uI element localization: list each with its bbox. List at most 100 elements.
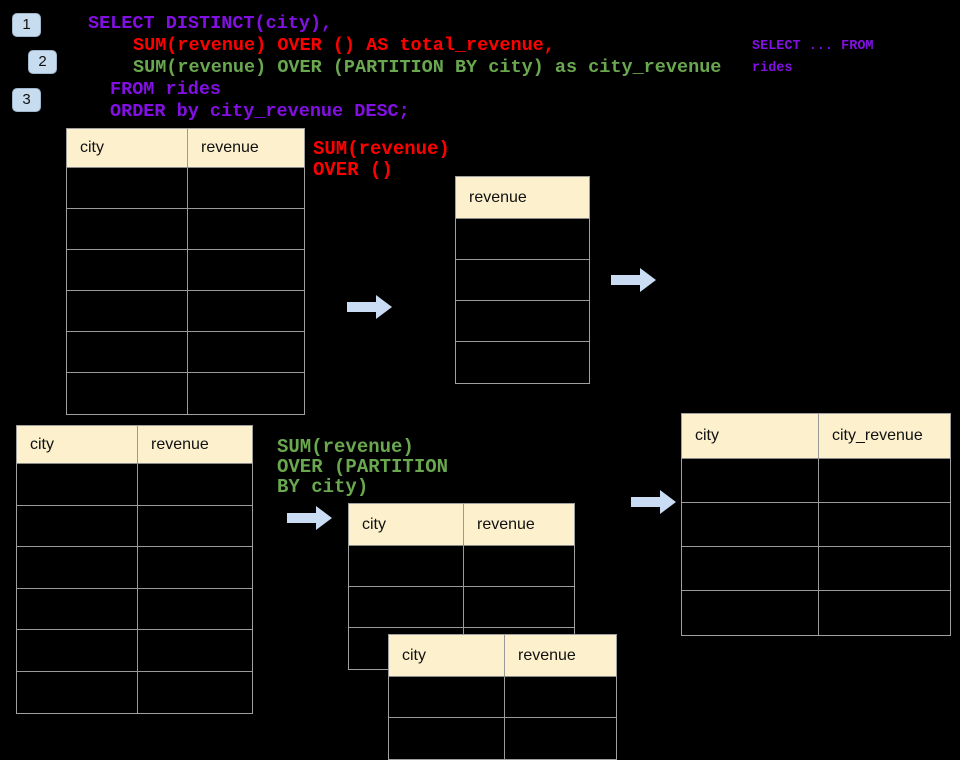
column-header-city: city [80, 139, 104, 156]
table-cell [187, 332, 304, 372]
flow-arrow-to-partition-step [287, 505, 333, 531]
table-row [67, 291, 304, 332]
table-header-row: city revenue [349, 504, 574, 546]
table-row [682, 591, 950, 635]
table-cell [67, 291, 187, 331]
label-partition-line3: BY city) [277, 476, 369, 498]
table-cell [137, 630, 252, 671]
table-partition-step: city revenue [348, 503, 575, 670]
table-body [67, 168, 304, 414]
table-cell [137, 464, 252, 505]
table-cell [818, 591, 950, 635]
table-row [456, 219, 589, 260]
table-cell [17, 630, 137, 671]
column-header-revenue: revenue [137, 426, 252, 463]
table-body [456, 219, 589, 383]
column-header-revenue: revenue [469, 188, 527, 206]
column-header-revenue: revenue [463, 504, 574, 545]
side-note-line2: rides [752, 61, 793, 76]
table-source-rides-bottom: city revenue [16, 425, 253, 714]
table-row [17, 630, 252, 672]
table-row [67, 209, 304, 250]
table-city-revenue-result: city city_revenue [681, 413, 951, 636]
table-body [389, 677, 616, 759]
table-row [67, 250, 304, 291]
flow-arrow-to-total-result [347, 294, 393, 320]
table-row [349, 546, 574, 587]
table-cell [187, 250, 304, 290]
table-cell [67, 209, 187, 249]
side-note-line1: SELECT ... FROM [752, 39, 874, 54]
table-cell [17, 547, 137, 588]
table-row [67, 373, 304, 414]
table-cell [349, 587, 463, 627]
step-badge-3: 3 [12, 88, 41, 112]
table-cell [818, 503, 950, 546]
table-row [67, 332, 304, 373]
table-body [17, 464, 252, 713]
table-total-revenue-result: revenue [455, 176, 590, 384]
table-cell [818, 459, 950, 502]
table-cell [349, 546, 463, 586]
table-row [682, 459, 950, 503]
column-header-city: city [30, 435, 54, 453]
table-cell [17, 464, 137, 505]
table-cell [67, 332, 187, 372]
table-row [17, 671, 252, 714]
table-header-row: city revenue [67, 129, 304, 168]
table-header-row: city revenue [389, 635, 616, 677]
table-row [17, 505, 252, 547]
label-sum-over-total: SUM(revenue)OVER () [313, 139, 450, 181]
table-row [17, 588, 252, 630]
table-cell [187, 209, 304, 249]
column-header-city: city [402, 646, 426, 664]
table-cell [504, 677, 616, 717]
table-cell [187, 168, 304, 208]
table-row [682, 547, 950, 591]
table-cell [456, 342, 589, 383]
table-row [389, 718, 616, 759]
step-badge-1: 1 [12, 13, 41, 37]
table-cell [67, 373, 187, 414]
table-cell [818, 547, 950, 590]
table-row [17, 547, 252, 589]
table-row [456, 342, 589, 383]
table-cell [137, 671, 252, 713]
label-partition-line1: SUM(revenue) [277, 436, 414, 458]
table-row [349, 587, 574, 628]
table-row [389, 677, 616, 718]
table-cell [456, 301, 589, 341]
table-row [682, 503, 950, 547]
column-header-city: city [695, 427, 719, 444]
table-cell [463, 587, 574, 627]
table-cell [456, 219, 589, 259]
table-body [682, 459, 950, 635]
sql-line-select: SELECT DISTINCT(city), [88, 13, 333, 34]
table-cell [187, 373, 304, 414]
table-cell [682, 459, 818, 502]
column-header-revenue: revenue [187, 129, 304, 167]
table-cell [17, 672, 137, 714]
sql-line-total-revenue: SUM(revenue) OVER () AS total_revenue, [133, 35, 555, 56]
table-partition-overlay: city revenue [388, 634, 617, 760]
table-cell [504, 718, 616, 759]
table-row [67, 168, 304, 209]
flow-arrow-to-final-result [631, 489, 677, 515]
table-cell [463, 546, 574, 586]
label-total-line2: OVER () [313, 159, 393, 181]
table-cell [389, 718, 504, 759]
table-row [456, 301, 589, 342]
step-badge-2: 2 [28, 50, 57, 74]
table-row [17, 464, 252, 506]
sql-line-order-by: ORDER by city_revenue DESC; [110, 101, 410, 122]
table-cell [456, 260, 589, 300]
table-source-rides-top: city revenue [66, 128, 305, 415]
sql-line-from: FROM rides [110, 79, 222, 100]
table-cell [137, 588, 252, 629]
table-cell [682, 591, 818, 635]
table-cell [137, 505, 252, 546]
table-header-row: city city_revenue [682, 414, 950, 459]
label-total-line1: SUM(revenue) [313, 138, 450, 160]
table-cell [187, 291, 304, 331]
